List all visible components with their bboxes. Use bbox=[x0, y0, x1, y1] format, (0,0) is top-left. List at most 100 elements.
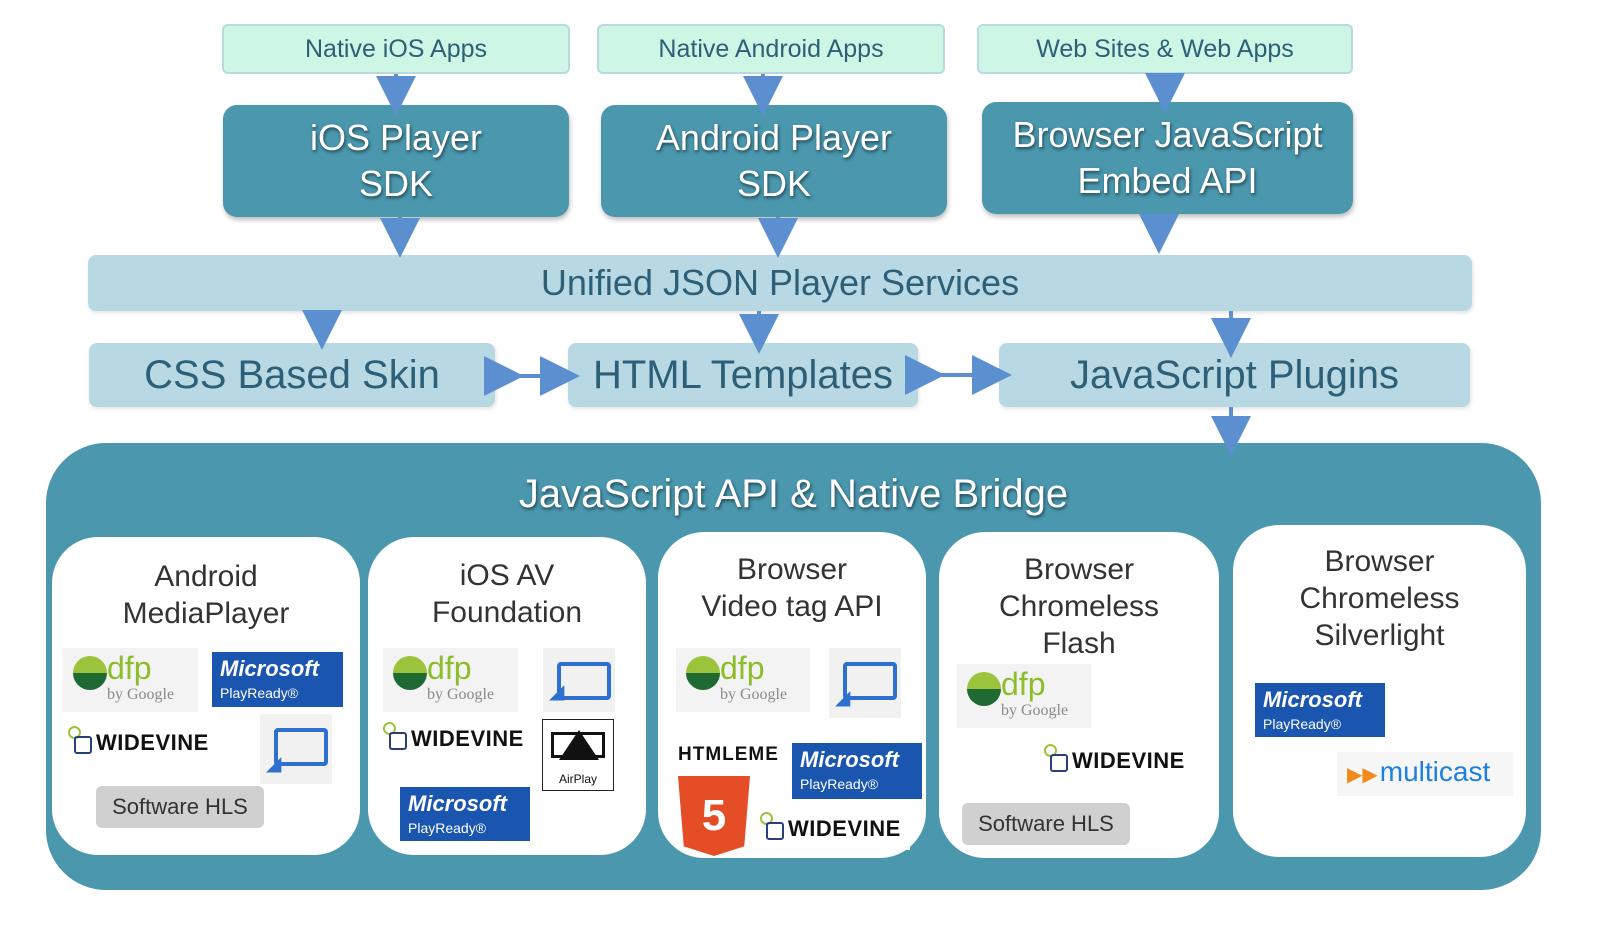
software-hls-label: Software HLS bbox=[112, 794, 248, 819]
cast-screen-icon bbox=[557, 662, 611, 700]
dfp-circle-icon bbox=[967, 672, 1001, 706]
silverlight-title-line3: Silverlight bbox=[1314, 619, 1445, 652]
unified-json-player-services-box: Unified JSON Player Services bbox=[88, 255, 1472, 311]
multicast-logo: ▶▶multicast bbox=[1337, 752, 1513, 796]
html5-shield-icon: 5 bbox=[678, 776, 750, 856]
browser-api-line2: Embed API bbox=[1077, 160, 1258, 201]
android-sdk-line2: SDK bbox=[736, 163, 811, 204]
video-title-line1: Browser bbox=[736, 553, 848, 586]
native-android-apps-label: Native Android Apps bbox=[658, 34, 884, 63]
services-label: Unified JSON Player Services bbox=[540, 262, 1020, 303]
web-sites-apps-label: Web Sites & Web Apps bbox=[1036, 34, 1294, 63]
cast-logo: ◢ bbox=[543, 648, 615, 712]
htmleme-text: HTMLEME bbox=[678, 744, 779, 765]
widevine-text: WIDEVINE bbox=[96, 730, 209, 755]
dfp-text: dfp bbox=[107, 650, 152, 686]
dfp-circle-icon bbox=[73, 656, 107, 690]
airplay-text: AirPlay bbox=[558, 772, 597, 786]
dfp-circle-icon bbox=[393, 656, 427, 690]
software-hls-badge: Software HLS bbox=[96, 786, 264, 828]
flash-title-line3: Flash bbox=[1042, 627, 1116, 660]
software-hls-badge: Software HLS bbox=[962, 803, 1130, 845]
ios-sdk-line1: iOS Player bbox=[309, 117, 483, 158]
flash-title-line2: Chromeless bbox=[998, 590, 1160, 623]
widevine-box-icon bbox=[389, 732, 407, 750]
cast-logo: ◢ bbox=[260, 714, 332, 784]
native-android-apps-box: Native Android Apps bbox=[597, 24, 945, 74]
html-templates-label: HTML Templates bbox=[592, 352, 894, 397]
css-based-skin-box: CSS Based Skin bbox=[89, 343, 495, 407]
video-title-line2: Video tag API bbox=[701, 590, 883, 623]
cast-wave-icon: ◢ bbox=[266, 753, 282, 775]
ms-text: Microsoft bbox=[1263, 687, 1362, 712]
bridge-title: JavaScript API & Native Bridge bbox=[518, 472, 1069, 516]
ms-text: Microsoft bbox=[800, 747, 899, 772]
software-hls-label: Software HLS bbox=[978, 811, 1114, 836]
widevine-logo: WIDEVINE bbox=[68, 724, 218, 764]
ms-sub-text: PlayReady® bbox=[220, 685, 299, 701]
ios-av-foundation-title: iOS AV Foundation bbox=[368, 557, 646, 631]
android-title-line1: Android bbox=[154, 560, 258, 593]
dfp-sub-text: by Google bbox=[427, 686, 495, 703]
widevine-box-icon bbox=[74, 736, 92, 754]
html-templates-box: HTML Templates bbox=[568, 343, 918, 407]
cast-wave-icon: ◢ bbox=[549, 681, 565, 703]
android-sdk-line1: Android Player bbox=[655, 117, 893, 158]
multicast-mark: ▶▶multicast bbox=[1347, 756, 1490, 788]
airplay-triangle-icon bbox=[559, 730, 599, 760]
ms-sub-text: PlayReady® bbox=[1263, 716, 1342, 732]
ms-sub-text: PlayReady® bbox=[408, 820, 487, 836]
iosav-title-line1: iOS AV bbox=[459, 559, 555, 592]
widevine-text: WIDEVINE bbox=[411, 726, 524, 751]
silverlight-title-line1: Browser bbox=[1324, 545, 1435, 578]
dfp-sub-text: by Google bbox=[720, 686, 788, 703]
web-sites-apps-box: Web Sites & Web Apps bbox=[977, 24, 1353, 74]
native-ios-apps-box: Native iOS Apps bbox=[222, 24, 570, 74]
dfp-text: dfp bbox=[1001, 666, 1046, 702]
dfp-sub-text: by Google bbox=[107, 686, 175, 703]
dfp-text: dfp bbox=[720, 650, 765, 686]
widevine-logo: WIDEVINE bbox=[383, 720, 533, 760]
ms-text: Microsoft bbox=[220, 656, 319, 681]
browser-api-line1: Browser JavaScript bbox=[1012, 114, 1323, 155]
silverlight-title-line2: Chromeless bbox=[1299, 582, 1460, 615]
ms-sub-text: PlayReady® bbox=[800, 776, 879, 792]
ios-sdk-line2: SDK bbox=[358, 163, 434, 204]
widevine-logo: WIDEVINE bbox=[760, 810, 910, 850]
widevine-logo: WIDEVINE bbox=[1044, 742, 1194, 782]
dfp-sub-text: by Google bbox=[1001, 702, 1069, 719]
html5-eme-logo: HTMLEME 5 bbox=[678, 744, 786, 856]
js-plugins-label: JavaScript Plugins bbox=[1069, 352, 1400, 397]
android-title-line2: MediaPlayer bbox=[122, 597, 290, 630]
cast-logo: ◢ bbox=[829, 648, 901, 718]
cast-wave-icon: ◢ bbox=[835, 687, 851, 709]
widevine-box-icon bbox=[1050, 754, 1068, 772]
airplay-logo: AirPlay bbox=[542, 719, 614, 791]
iosav-title-line2: Foundation bbox=[431, 596, 583, 629]
widevine-text: WIDEVINE bbox=[788, 816, 901, 841]
flash-title-line1: Browser bbox=[1023, 553, 1135, 586]
widevine-text: WIDEVINE bbox=[1072, 748, 1185, 773]
widevine-box-icon bbox=[766, 822, 784, 840]
native-ios-apps-label: Native iOS Apps bbox=[304, 34, 488, 63]
cast-screen-icon bbox=[843, 662, 897, 700]
multicast-arrows-icon: ▶▶ bbox=[1347, 764, 1378, 786]
multicast-text: multicast bbox=[1379, 756, 1491, 787]
dfp-text: dfp bbox=[427, 650, 472, 686]
